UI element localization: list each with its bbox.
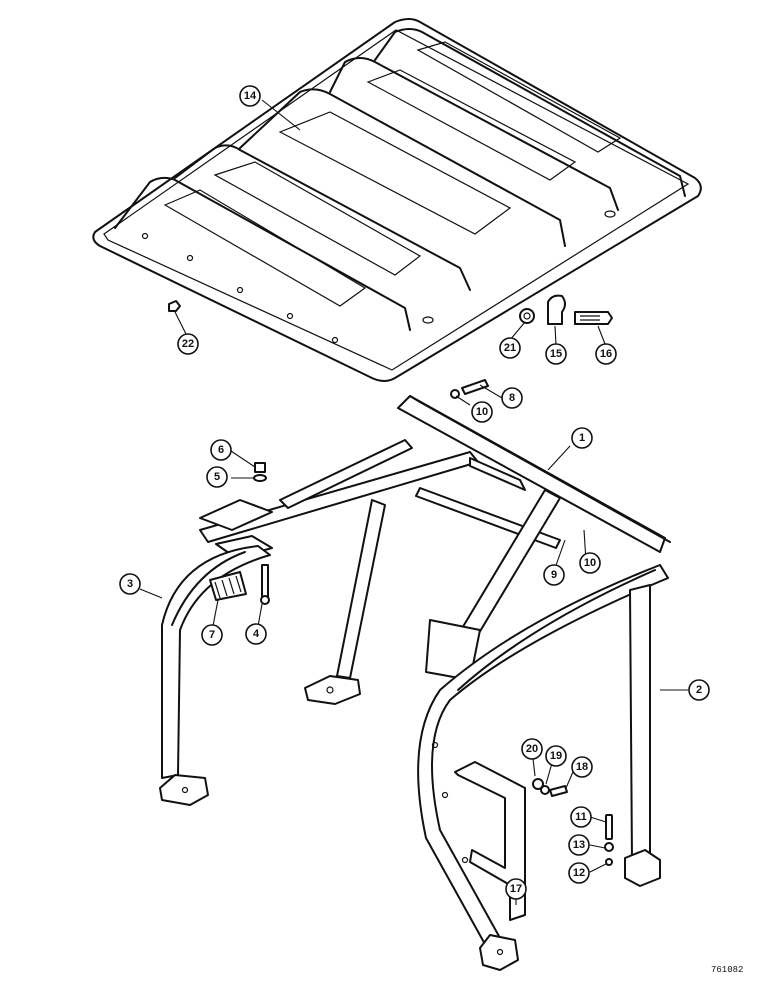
callout-15: 15 [545,343,567,365]
roof-hardware [168,294,613,399]
callout-7: 7 [201,624,223,646]
callout-16: 16 [595,343,617,365]
svg-text:10: 10 [584,557,596,569]
svg-text:3: 3 [127,578,133,590]
callout-8: 8 [501,387,523,409]
svg-text:17: 17 [510,883,522,895]
canopy-roof [92,18,702,382]
svg-text:15: 15 [550,348,562,360]
svg-text:8: 8 [509,392,515,404]
svg-text:14: 14 [244,90,257,102]
callout-1: 1 [571,427,593,449]
callout-6: 6 [210,439,232,461]
svg-text:9: 9 [551,569,557,581]
svg-text:16: 16 [600,348,612,360]
svg-text:1: 1 [579,432,585,444]
callout-22: 22 [177,333,199,355]
callout-13: 13 [568,834,590,856]
svg-text:12: 12 [573,867,585,879]
svg-text:5: 5 [214,471,220,483]
callout-11: 11 [570,806,592,828]
svg-text:21: 21 [504,342,516,354]
left-arch [159,545,271,806]
callout-17: 17 [505,878,527,900]
svg-text:2: 2 [696,684,702,696]
callout-2: 2 [688,679,710,701]
callout-20: 20 [521,738,543,760]
callout-18: 18 [571,756,593,778]
svg-text:10: 10 [476,406,488,418]
callout-3: 3 [119,573,141,595]
right-arch [417,564,669,971]
svg-text:6: 6 [218,444,224,456]
upper-frame [199,395,671,705]
callout-19: 19 [545,745,567,767]
callout-9: 9 [543,564,565,586]
callout-12: 12 [568,862,590,884]
callout-10-upper: 10 [471,401,493,423]
svg-text:20: 20 [526,743,538,755]
bracket [454,761,568,921]
svg-text:4: 4 [253,628,260,640]
svg-text:19: 19 [550,750,562,762]
svg-text:11: 11 [575,811,587,823]
callout-14: 14 [239,85,261,107]
svg-text:22: 22 [182,338,194,350]
lower-hardware [604,814,614,866]
bolt-and-pad [209,462,270,605]
drawing-code: 761082 [711,965,743,975]
callout-10-lower: 10 [579,552,601,574]
callout-21: 21 [499,337,521,359]
svg-text:18: 18 [576,761,588,773]
callout-4: 4 [245,623,267,645]
svg-text:13: 13 [573,839,585,851]
svg-text:7: 7 [209,629,215,641]
callout-5: 5 [206,466,228,488]
